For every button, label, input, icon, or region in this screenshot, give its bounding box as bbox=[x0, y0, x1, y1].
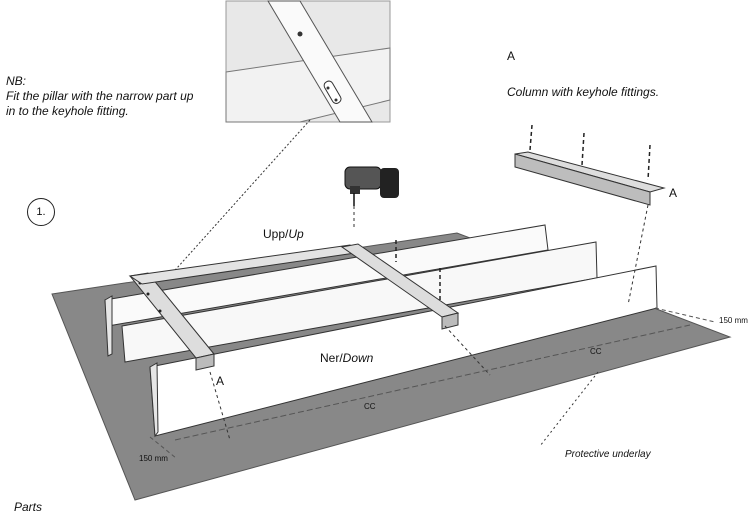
down-label-en: Down bbox=[342, 351, 374, 365]
dimension-left: 150 mm bbox=[139, 454, 168, 463]
cc-left: CC bbox=[364, 402, 376, 411]
pillar-left bbox=[129, 272, 215, 371]
underlay-label: Protective underlay bbox=[565, 449, 651, 460]
up-label: Upp/Up bbox=[263, 227, 304, 241]
assembly-note: NB: Fit the pillar with the narrow part … bbox=[6, 74, 193, 119]
column-title: Column with keyhole fittings. bbox=[507, 85, 660, 99]
cc-right: CC bbox=[590, 347, 602, 356]
down-label: Ner/Down bbox=[320, 351, 373, 365]
keyhole-column bbox=[514, 124, 666, 306]
up-label-sv: Upp/ bbox=[263, 227, 289, 241]
note-line-1: Fit the pillar with the narrow part up bbox=[6, 89, 194, 103]
dimension-right: 150 mm bbox=[719, 316, 748, 325]
step-number: 1. bbox=[27, 198, 55, 226]
down-label-sv: Ner/ bbox=[320, 351, 343, 365]
drill-icon bbox=[344, 166, 399, 230]
front-label: A bbox=[216, 374, 225, 388]
pillar-right bbox=[340, 243, 460, 330]
parts-label: Parts bbox=[14, 500, 43, 514]
up-label-en: Up bbox=[288, 227, 304, 241]
column-label: A bbox=[507, 49, 516, 63]
note-heading: NB: bbox=[6, 74, 27, 88]
keyhole-detail-inset bbox=[225, 0, 391, 123]
column-end-label: A bbox=[669, 186, 678, 200]
note-line-2: in to the keyhole fitting. bbox=[6, 104, 129, 118]
